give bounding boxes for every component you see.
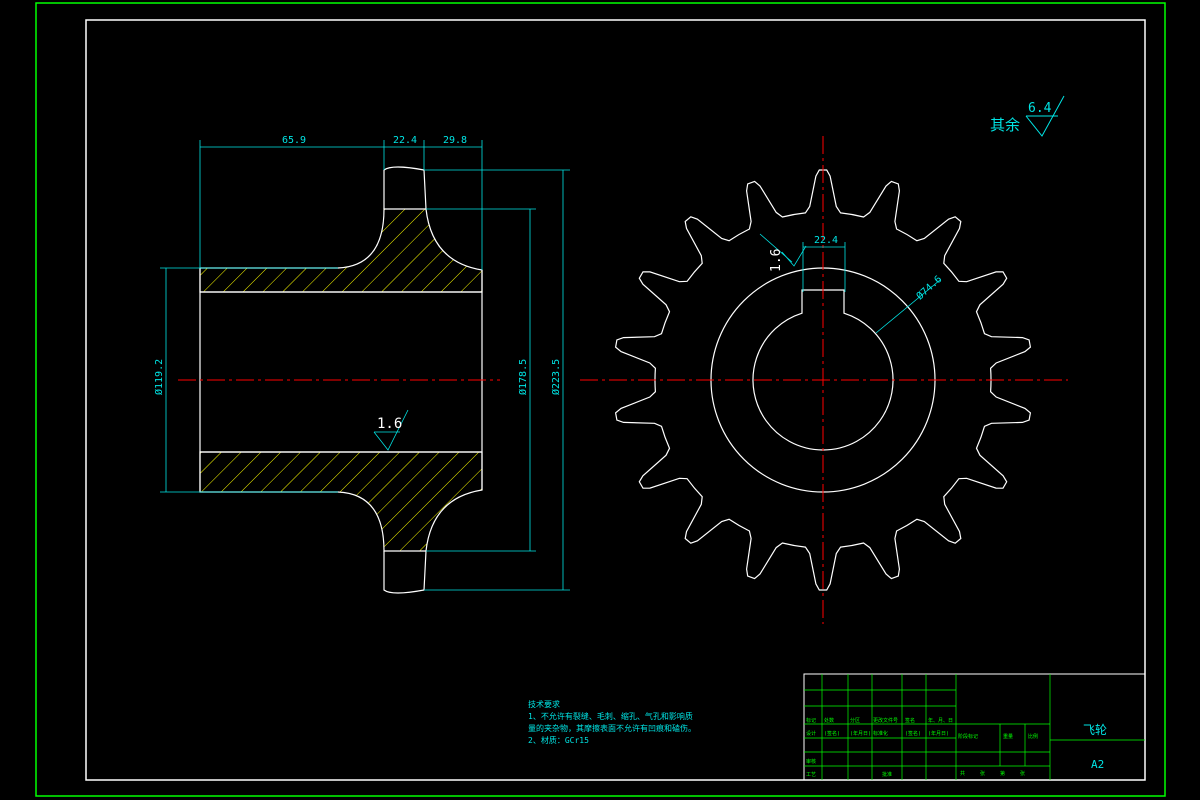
tb-sheet-3: 张 [1020, 770, 1025, 777]
tb-row1-0: 标记 [806, 717, 816, 724]
tb-sheet-1: 张 [980, 770, 985, 777]
tb-row4-2: 批准 [882, 771, 892, 778]
dim-outer-dia: Ø223.5 [550, 359, 562, 395]
tb-row2-0: 设计 [806, 730, 816, 737]
tb-row1-4: 签名 [905, 717, 915, 724]
tb-row2-3: 标准化 [873, 730, 888, 737]
dim-gear-bore-dia: Ø74.6 [914, 273, 944, 302]
dim-tooth-offset: 29.8 [443, 135, 467, 146]
notes-line3: 2、材质：GCr15 [528, 735, 589, 745]
upper-tooth-outline [383, 166, 427, 210]
tb-row1-3: 更改文件号 [873, 717, 898, 724]
dim-key-width: 22.4 [814, 235, 838, 246]
bore-with-keyway [752, 289, 894, 451]
sheet-size: A2 [1091, 758, 1104, 771]
tb-row2-5: (年月日) [928, 730, 949, 737]
outer-border [35, 2, 1166, 797]
tb-stage-2: 比例 [1028, 733, 1038, 740]
upper-section-hatch [199, 208, 483, 293]
title-block: 标记 处数 分区 更改文件号 签名 年、月、日 设计 (签名) (年月日) 标准… [803, 673, 1146, 781]
tb-sheet-0: 共 [960, 770, 965, 777]
bore-roughness-value: 1.6 [377, 416, 402, 432]
tb-row1-2: 分区 [850, 717, 860, 724]
notes-title: 技术要求 [528, 699, 560, 709]
dim-bore-dia: Ø119.2 [153, 359, 165, 395]
notes-line2: 量的夹杂物，其摩擦表面不允许有凹痕和磕伤。 [528, 723, 696, 733]
general-roughness-label: 其余 [990, 116, 1020, 134]
lower-tooth-outline [383, 550, 427, 594]
dim-length-total: 65.9 [282, 135, 306, 146]
lower-section-hatch [199, 451, 483, 552]
gear-outline [614, 169, 1032, 591]
tb-row2-4: (签名) [905, 730, 921, 737]
section-view: 65.9 22.4 29.8 Ø119.2 Ø178.5 Ø223.5 1.6 [153, 135, 570, 594]
tb-row3-0: 审核 [806, 758, 816, 765]
tb-row1-1: 处数 [824, 717, 834, 724]
tb-stage-0: 阶段标记 [958, 733, 978, 740]
part-name: 飞轮 [1083, 723, 1107, 737]
general-roughness-value: 6.4 [1028, 101, 1052, 116]
tb-row1-5: 年、月、日 [928, 717, 953, 724]
tb-row2-2: (年月日) [850, 730, 871, 737]
tb-sheet-2: 第 [1000, 770, 1005, 777]
general-roughness: 其余 6.4 [990, 95, 1065, 137]
gear-view: 22.4 1.6 Ø74.6 [580, 136, 1068, 624]
inner-border [85, 19, 1146, 781]
tb-row2-1: (签名) [824, 730, 840, 737]
technical-notes: 技术要求 1、不允许有裂缝、毛刺、缩孔、气孔和影响质 量的夹杂物，其摩擦表面不允… [528, 699, 696, 745]
tb-row4-0: 工艺 [806, 772, 816, 778]
dim-hub-width: 22.4 [393, 135, 417, 146]
tb-stage-1: 重量 [1003, 733, 1013, 740]
keyway-roughness-value: 1.6 [769, 249, 784, 272]
dim-hub-dia: Ø178.5 [517, 359, 529, 395]
notes-line1: 1、不允许有裂缝、毛刺、缩孔、气孔和影响质 [528, 711, 693, 721]
